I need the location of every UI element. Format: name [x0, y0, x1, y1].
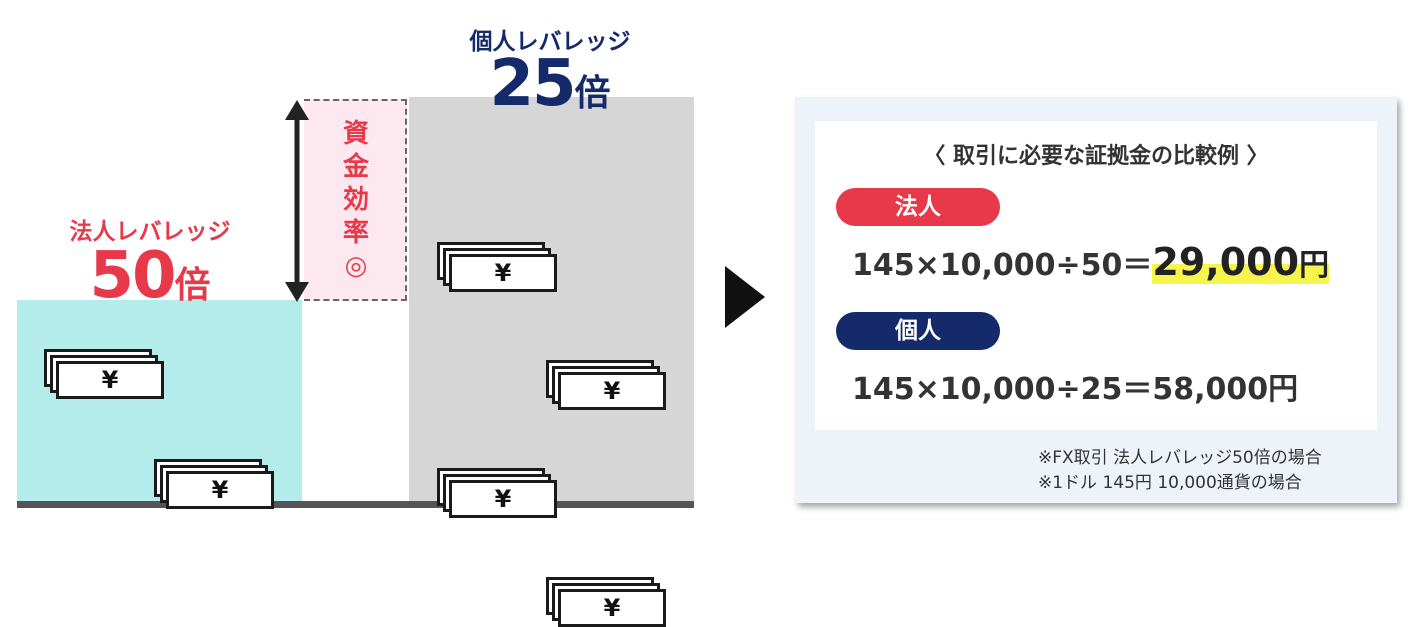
- corporate-calculation: 145×10,000÷50＝29,000円: [852, 240, 1330, 284]
- individual-badge: 個人: [836, 312, 1000, 350]
- banknote-stack-icon: ¥: [44, 349, 164, 399]
- corporate-badge: 法人: [836, 188, 1000, 226]
- efficiency-char: 率: [342, 218, 369, 248]
- banknote-stack-icon: ¥: [546, 360, 666, 410]
- individual-margin-area: [409, 97, 694, 503]
- comparison-title: 〈 取引に必要な証拠金の比較例 〉: [923, 144, 1269, 169]
- yen-icon: ¥: [603, 594, 621, 622]
- individual-multiplier-unit: 倍: [574, 73, 611, 114]
- corporate-result-value: 29,000: [1152, 240, 1300, 284]
- corporate-leverage-multiplier: 50倍: [30, 244, 270, 308]
- corporate-leverage-title: 法人レバレッジ: [69, 219, 231, 245]
- efficiency-char: 金: [342, 152, 369, 182]
- yen-icon: ¥: [494, 485, 512, 513]
- corporate-formula: 145×10,000÷50＝: [852, 248, 1153, 283]
- double-arrow-icon: [285, 100, 309, 302]
- corporate-result: 29,000円: [1152, 240, 1330, 284]
- yen-icon: ¥: [494, 259, 512, 287]
- individual-multiplier-number: 25: [489, 47, 576, 121]
- individual-calculation: 145×10,000÷25＝58,000円: [852, 372, 1299, 407]
- banknote-stack-icon: ¥: [546, 577, 666, 627]
- efficiency-char: ◎: [344, 251, 368, 281]
- baseline: [17, 501, 694, 508]
- yen-icon: ¥: [211, 476, 229, 504]
- corporate-multiplier-number: 50: [89, 239, 176, 313]
- capital-efficiency-area: [304, 99, 407, 301]
- efficiency-char: 効: [342, 185, 369, 215]
- footnote: ※FX取引 法人レバレッジ50倍の場合: [1038, 448, 1322, 468]
- corporate-multiplier-unit: 倍: [174, 265, 211, 306]
- banknote-stack-icon: ¥: [154, 459, 274, 509]
- efficiency-char: 資: [342, 119, 369, 149]
- banknote-stack-icon: ¥: [437, 242, 557, 292]
- individual-leverage-multiplier: 25倍: [430, 52, 670, 116]
- yen-icon: ¥: [603, 377, 621, 405]
- banknote-stack-icon: ¥: [437, 468, 557, 518]
- right-arrow-icon: [725, 266, 765, 328]
- corporate-result-unit: 円: [1299, 248, 1330, 283]
- footnote: ※1ドル 145円 10,000通貨の場合: [1038, 473, 1302, 493]
- individual-leverage-title: 個人レバレッジ: [469, 29, 631, 55]
- capital-efficiency-label: 資 金 効 率 ◎: [336, 118, 376, 283]
- yen-icon: ¥: [101, 366, 119, 394]
